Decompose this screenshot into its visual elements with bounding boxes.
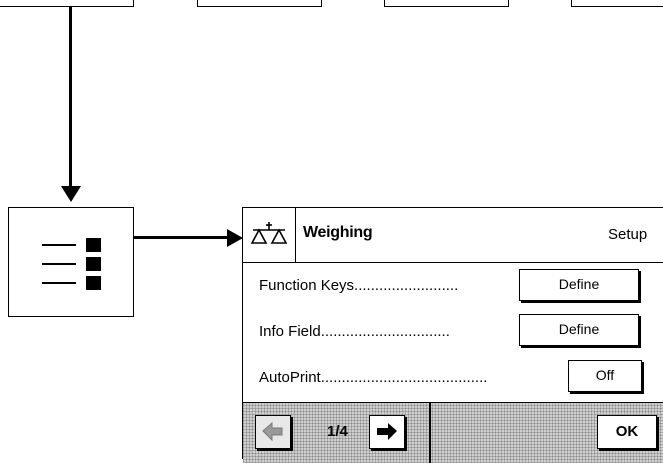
arrow-left-icon bbox=[262, 421, 283, 442]
top-flow-box-3 bbox=[384, 0, 509, 7]
top-flow-box-1 bbox=[0, 0, 134, 7]
page-indicator: 1/4 bbox=[327, 423, 348, 440]
autoprint-label: AutoPrint...............................… bbox=[259, 369, 488, 386]
info-field-label: Info Field..............................… bbox=[259, 323, 450, 340]
menu-list-icon bbox=[42, 238, 104, 296]
right-connector-line bbox=[134, 236, 228, 239]
function-keys-define-button[interactable]: Define bbox=[519, 269, 639, 301]
footer-bar: 1/4 OK bbox=[243, 402, 663, 463]
info-field-define-button[interactable]: Define bbox=[519, 314, 639, 346]
function-keys-label: Function Keys......................... bbox=[259, 277, 459, 294]
setup-label: Setup bbox=[608, 226, 648, 243]
weighing-setup-screen: Weighing Setup Function Keys............… bbox=[242, 207, 663, 463]
top-flow-box-4 bbox=[571, 0, 663, 7]
arrow-right-icon bbox=[377, 423, 397, 440]
balance-scale-icon[interactable] bbox=[243, 208, 296, 262]
menu-key-box[interactable] bbox=[8, 207, 134, 317]
page-title: Weighing bbox=[303, 224, 373, 241]
next-page-button[interactable] bbox=[369, 415, 405, 449]
prev-page-button[interactable] bbox=[255, 415, 291, 449]
down-connector-line bbox=[69, 7, 72, 187]
down-arrow-head bbox=[60, 186, 81, 202]
top-flow-box-2 bbox=[197, 0, 322, 7]
right-arrow-head bbox=[227, 228, 243, 247]
footer-divider bbox=[429, 403, 431, 463]
autoprint-off-button[interactable]: Off bbox=[568, 360, 642, 392]
title-bar: Weighing Setup bbox=[243, 208, 663, 263]
ok-button[interactable]: OK bbox=[597, 415, 657, 449]
